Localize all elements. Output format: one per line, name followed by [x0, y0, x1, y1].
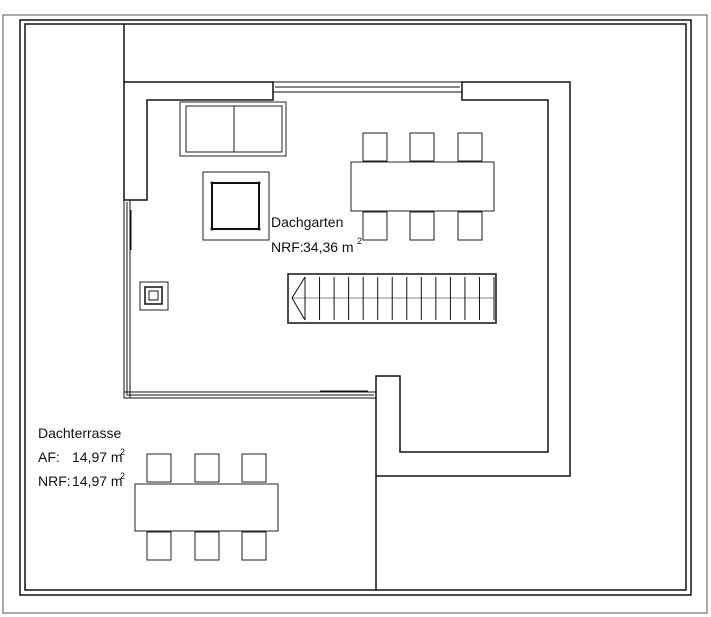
nrf-label-dachterrasse: NRF: — [38, 473, 71, 489]
sofa — [179, 101, 287, 157]
sheet-frame — [2, 14, 708, 614]
coffee-table — [202, 171, 270, 241]
nrf-value-dachgarten: 34,36 m — [303, 239, 354, 255]
unit-exponent: 2 — [120, 447, 125, 457]
dachgarten-label: Dachgarten NRF: 34,36 m 2 — [271, 214, 362, 255]
nrf-label-dachgarten: NRF: — [271, 239, 304, 255]
nrf-value-dachterrasse: 14,97 m — [72, 473, 123, 489]
dining-table-dachgarten — [350, 132, 495, 241]
dachgarten-walls — [123, 24, 571, 590]
unit-exponent: 2 — [120, 471, 125, 481]
staircase — [287, 273, 497, 324]
room-name-dachterrasse: Dachterrasse — [38, 425, 121, 441]
stove — [139, 281, 169, 311]
af-label-dachterrasse: AF: — [38, 449, 60, 465]
af-value-dachterrasse: 14,97 m — [72, 449, 123, 465]
unit-exponent: 2 — [357, 236, 362, 246]
room-name-dachgarten: Dachgarten — [271, 214, 343, 230]
dining-table-dachterrasse — [134, 453, 279, 561]
dachterrasse-label: Dachterrasse AF: 14,97 m 2 NRF: 14,97 m … — [38, 425, 125, 489]
